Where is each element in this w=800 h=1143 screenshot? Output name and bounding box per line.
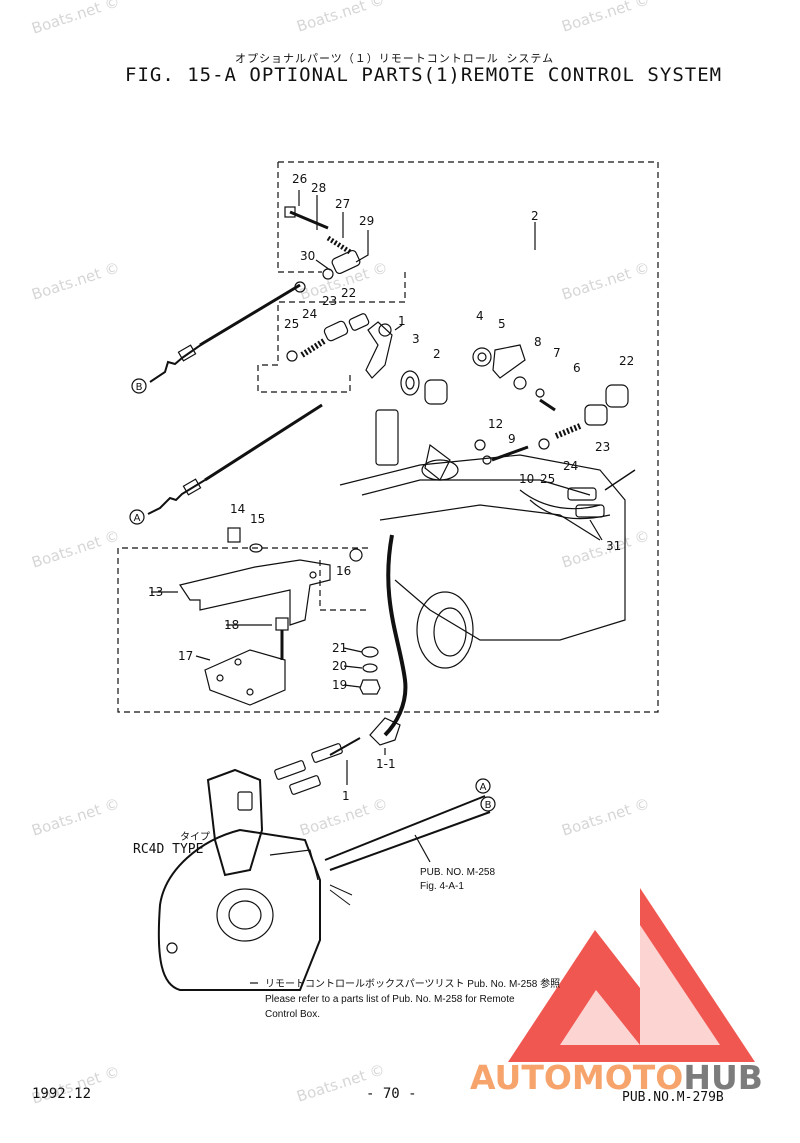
type-label: RC4D TYPE [133, 842, 204, 857]
callout-23b: 23 [595, 440, 610, 454]
cable-b [199, 283, 301, 347]
callout-27: 27 [335, 197, 350, 211]
callout-8: 8 [534, 335, 542, 349]
callout-1c: 1 [342, 789, 350, 803]
callout-23: 23 [322, 294, 337, 308]
callout-1-1: 1-1 [376, 757, 396, 771]
figure-title-japanese: オプショナルパーツ（１）リモートコントロール システム [235, 52, 555, 65]
callout-6: 6 [573, 361, 581, 375]
callout-13: 13 [148, 585, 163, 599]
footer-page-number: - 70 - [366, 1086, 417, 1102]
type-label-jp: タイプ [180, 832, 210, 843]
callout-22b: 22 [619, 354, 634, 368]
callout-24b: 24 [563, 459, 578, 473]
callout-3: 3 [412, 332, 420, 346]
callout-21: 21 [332, 641, 347, 655]
svg-text:A: A [480, 782, 487, 793]
callout-22: 22 [341, 286, 356, 300]
footer-pub-number: PUB.NO.M-279B [622, 1090, 724, 1105]
callout-b: B B [131, 378, 496, 812]
callout-24: 24 [302, 307, 317, 321]
callout-26: 26 [292, 172, 307, 186]
callout-4: 4 [476, 309, 484, 323]
callout-25b: 25 [540, 472, 555, 486]
note-jp: リモートコントロールボックスパーツリスト Pub. No. M-258 参照 [265, 979, 561, 990]
footer-date: 1992.12 [32, 1086, 92, 1102]
callout-28: 28 [311, 181, 326, 195]
svg-text:A: A [134, 513, 141, 524]
fig-reference: Fig. 4-A-1 [420, 881, 464, 892]
callout-a: A A [129, 509, 491, 794]
callout-31: 31 [606, 539, 621, 553]
callout-17: 17 [178, 649, 193, 663]
figure-title: FIG. 15-A OPTIONAL PARTS(1)REMOTE CONTRO… [125, 64, 723, 86]
cable-a [204, 403, 323, 482]
callout-14: 14 [230, 502, 245, 516]
callout-7: 7 [553, 346, 561, 360]
callout-5: 5 [498, 317, 506, 331]
callout-15: 15 [250, 512, 265, 526]
svg-text:B: B [136, 382, 143, 393]
group-outline [117, 161, 659, 713]
callout-18: 18 [224, 618, 239, 632]
callout-30: 30 [300, 249, 315, 263]
callout-16: 16 [336, 564, 351, 578]
note-line1: Please refer to a parts list of Pub. No.… [265, 994, 515, 1005]
callout-25: 25 [284, 317, 299, 331]
callout-1: 1 [398, 314, 406, 328]
automotohub-logo-text: AUTOMOTOHUB [470, 1058, 763, 1097]
callout-12: 12 [488, 417, 503, 431]
callout-29: 29 [359, 214, 374, 228]
callout-10: 10 [519, 472, 534, 486]
callout-2b: 2 [433, 347, 441, 361]
pub-reference: PUB. NO. M-258 [420, 867, 496, 878]
note-line2: Control Box. [265, 1009, 321, 1020]
automotohub-logo-mark [508, 888, 755, 1062]
svg-text:B: B [485, 800, 492, 811]
callout-19: 19 [332, 678, 347, 692]
part-callouts: 2 26 28 27 29 30 22 23 24 25 1 3 2 4 5 8… [148, 172, 634, 803]
callout-2: 2 [531, 209, 539, 223]
callout-9: 9 [508, 432, 516, 446]
callout-20: 20 [332, 659, 347, 673]
